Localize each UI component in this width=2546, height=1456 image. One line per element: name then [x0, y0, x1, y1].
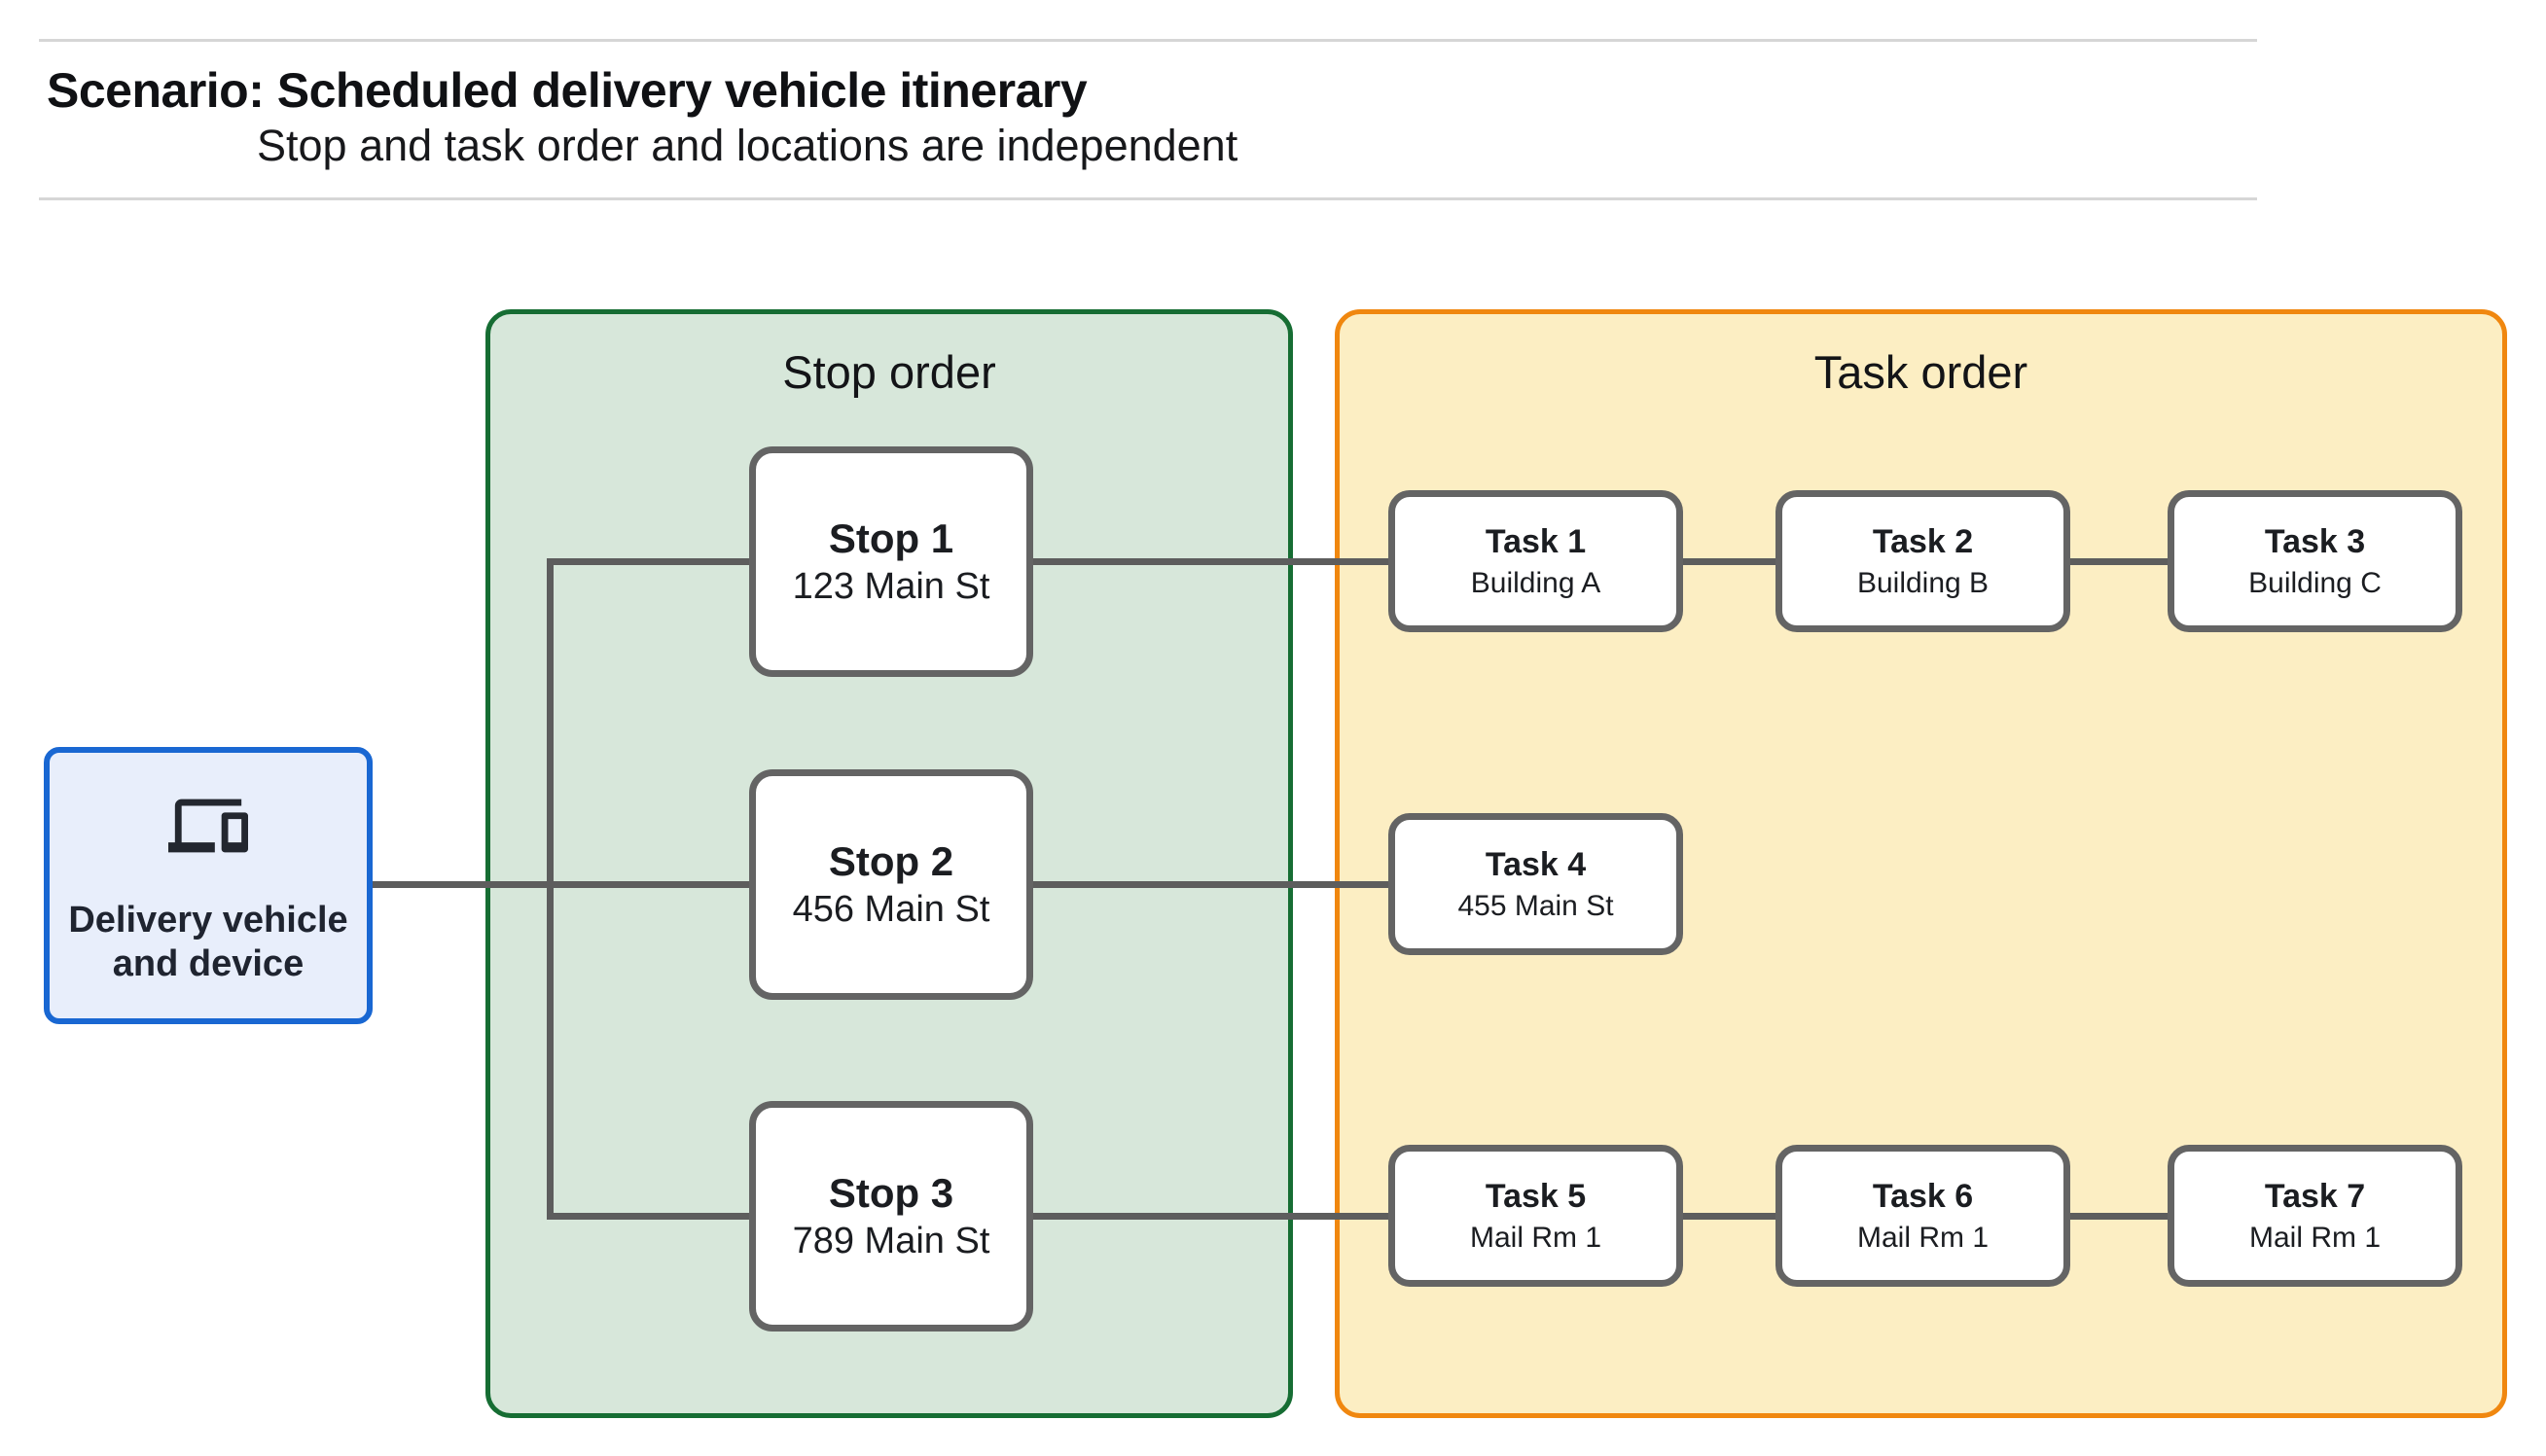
task-5-node: Task 5 Mail Rm 1: [1388, 1145, 1683, 1287]
task-3-title: Task 3: [2264, 523, 2366, 561]
stop-3-node: Stop 3 789 Main St: [749, 1101, 1033, 1332]
connector-task5-to-task6: [1683, 1213, 1775, 1220]
task-5-location: Mail Rm 1: [1469, 1221, 1601, 1254]
connector-task1-to-task2: [1683, 558, 1775, 565]
task-7-node: Task 7 Mail Rm 1: [2168, 1145, 2462, 1287]
task-6-location: Mail Rm 1: [1856, 1221, 1989, 1254]
connector-stop2-to-task4: [1033, 881, 1388, 888]
connector-task2-to-task3: [2070, 558, 2168, 565]
header-top-rule: [39, 39, 2257, 42]
task-6-node: Task 6 Mail Rm 1: [1775, 1145, 2070, 1287]
stop-3-title: Stop 3: [828, 1169, 954, 1216]
task-7-title: Task 7: [2264, 1178, 2366, 1216]
stop-1-title: Stop 1: [828, 515, 954, 561]
stop-2-address: 456 Main St: [792, 889, 990, 930]
connector-trunk-to-stop1: [547, 558, 749, 565]
page-title: Scenario: Scheduled delivery vehicle iti…: [47, 63, 1088, 118]
connector-source-to-stop2: [373, 881, 749, 888]
stop-1-node: Stop 1 123 Main St: [749, 446, 1033, 677]
connector-trunk-to-stop3: [547, 1213, 749, 1220]
connector-trunk-vertical: [547, 558, 554, 1220]
task-2-title: Task 2: [1872, 523, 1974, 561]
task-4-location: 455 Main St: [1457, 889, 1614, 922]
task-1-location: Building A: [1470, 566, 1601, 599]
task-2-node: Task 2 Building B: [1775, 490, 2070, 632]
connector-task6-to-task7: [2070, 1213, 2168, 1220]
task-1-title: Task 1: [1485, 523, 1587, 561]
stop-2-node: Stop 2 456 Main St: [749, 769, 1033, 1000]
header-bottom-rule: [39, 197, 2257, 200]
stop-order-panel-title: Stop order: [782, 346, 996, 398]
task-4-title: Task 4: [1485, 846, 1587, 884]
delivery-vehicle-node: Delivery vehicle and device: [44, 747, 373, 1024]
devices-icon: [168, 799, 248, 853]
task-6-title: Task 6: [1872, 1178, 1974, 1216]
task-order-panel-title: Task order: [1813, 346, 2028, 398]
task-2-location: Building B: [1856, 566, 1990, 599]
task-5-title: Task 5: [1485, 1178, 1587, 1216]
connector-stop3-to-task5: [1033, 1213, 1388, 1220]
page-subtitle: Stop and task order and locations are in…: [257, 121, 1238, 170]
task-4-node: Task 4 455 Main St: [1388, 813, 1683, 955]
stop-2-title: Stop 2: [828, 837, 954, 884]
task-1-node: Task 1 Building A: [1388, 490, 1683, 632]
connector-stop1-to-task1: [1033, 558, 1388, 565]
stop-1-address: 123 Main St: [792, 566, 990, 607]
delivery-vehicle-label: Delivery vehicle and device: [68, 899, 348, 984]
task-7-location: Mail Rm 1: [2248, 1221, 2381, 1254]
task-3-node: Task 3 Building C: [2168, 490, 2462, 632]
stop-3-address: 789 Main St: [792, 1221, 990, 1261]
task-3-location: Building C: [2248, 566, 2382, 599]
